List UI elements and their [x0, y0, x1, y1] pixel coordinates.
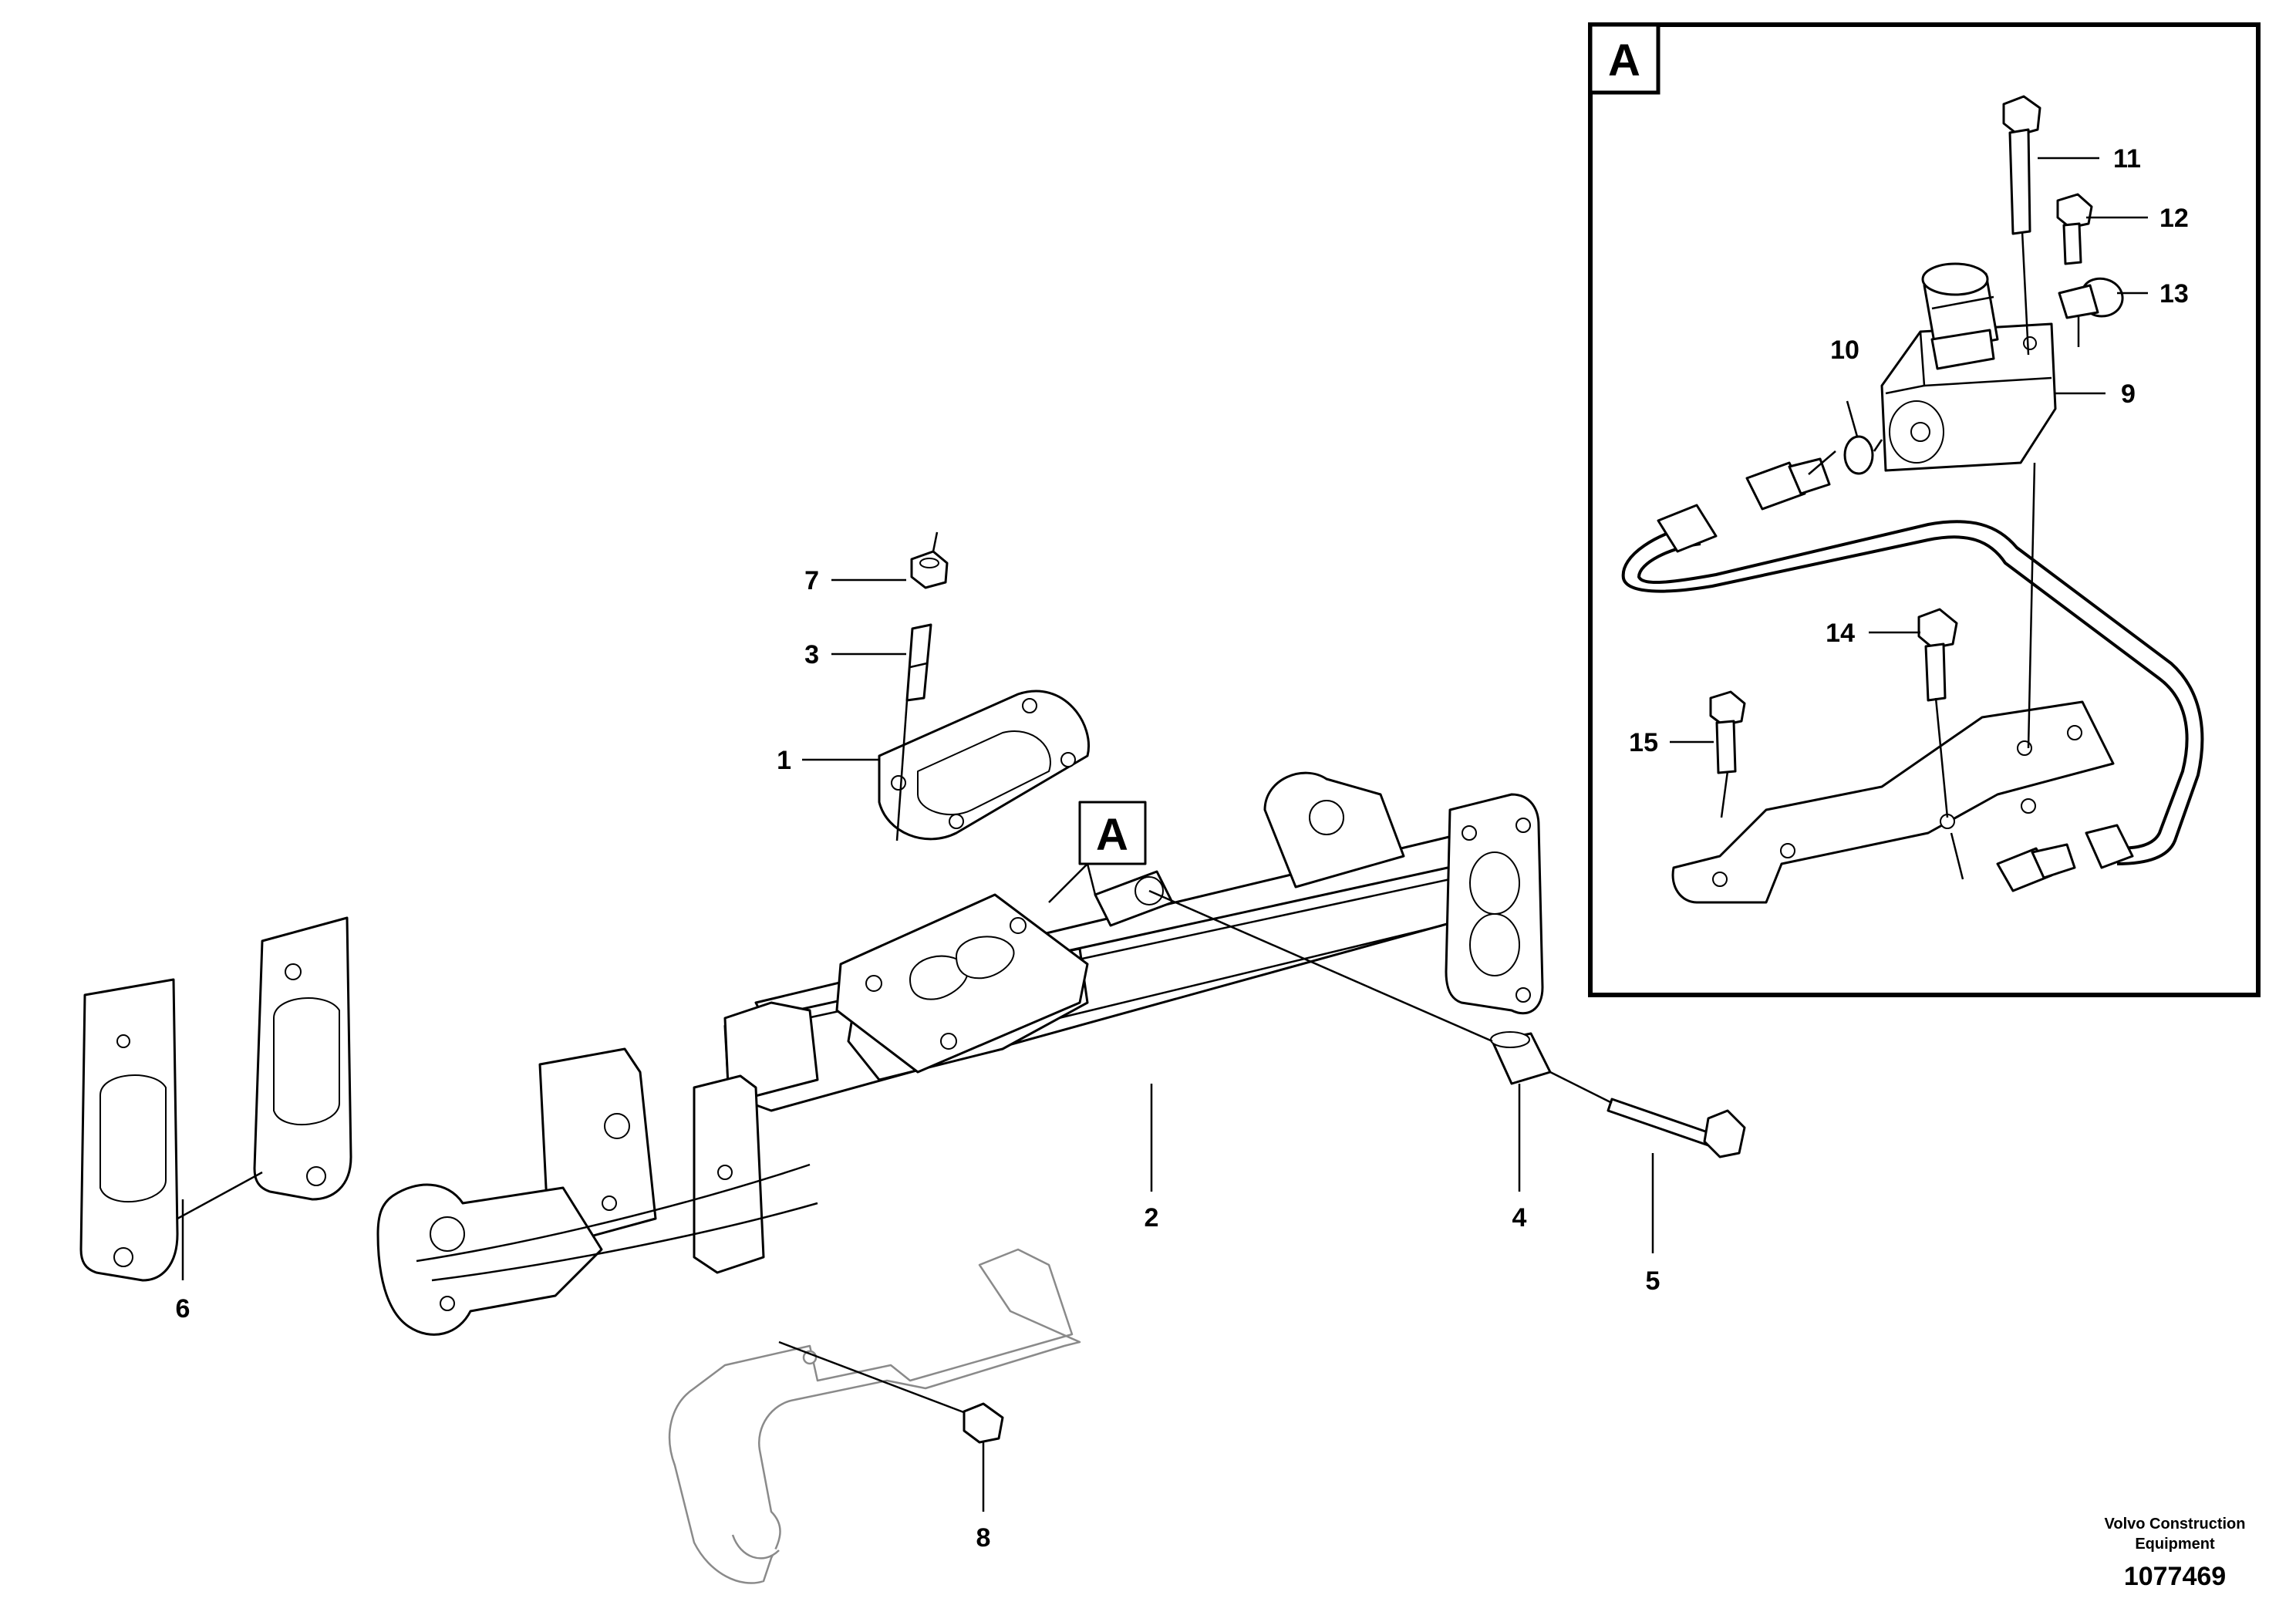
footer: Volvo Construction Equipment 1077469 — [2105, 1516, 2246, 1591]
brand-line-1: Volvo Construction — [2105, 1516, 2246, 1533]
callout-9: 9 — [2121, 379, 2136, 409]
callout-10: 10 — [1830, 336, 1859, 365]
callout-7: 7 — [804, 566, 819, 595]
callout-15: 15 — [1629, 728, 1658, 757]
detail-a-marker: A — [1048, 801, 1147, 903]
callout-numbers: 7 3 1 2 4 5 6 8 9 10 11 12 13 14 15 — [176, 144, 2189, 1553]
stud-and-nut — [895, 531, 949, 841]
callout-4: 4 — [1512, 1203, 1527, 1233]
document-number: 1077469 — [2124, 1562, 2226, 1591]
callout-5: 5 — [1646, 1266, 1660, 1296]
sleeve-and-bolt — [1148, 889, 1746, 1158]
callout-11: 11 — [2113, 144, 2141, 174]
heat-shield — [668, 1248, 1081, 1584]
callout-6: 6 — [176, 1294, 190, 1324]
brand-line-2: Equipment — [2135, 1536, 2215, 1553]
detail-a-marker-label: A — [1096, 810, 1128, 860]
detail-a-box: A — [1588, 22, 2261, 997]
callout-12: 12 — [2159, 204, 2189, 233]
detail-a-label: A — [1608, 35, 1640, 86]
callout-14: 14 — [1826, 619, 1855, 648]
exhaust-manifold — [376, 771, 1544, 1336]
callout-3: 3 — [804, 640, 819, 669]
callout-leaders — [181, 157, 2148, 1280]
manifold-gaskets — [79, 916, 352, 1282]
callout-8: 8 — [976, 1523, 991, 1553]
callout-13: 13 — [2159, 279, 2189, 309]
callout-2: 2 — [1145, 1203, 1159, 1233]
callout-1: 1 — [777, 746, 791, 775]
turbo-gasket — [878, 690, 1090, 841]
